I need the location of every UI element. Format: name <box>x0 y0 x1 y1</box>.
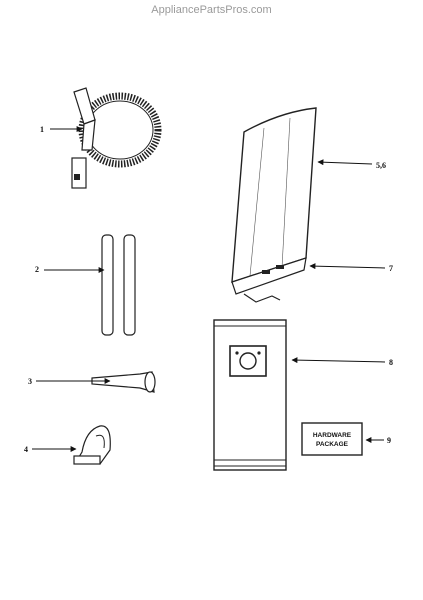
hose-part[interactable] <box>71 87 162 189</box>
callout-4: 4 <box>24 445 77 454</box>
callout-9-label: 9 <box>387 436 391 445</box>
callout-2-label: 2 <box>35 265 39 274</box>
callout-4-label: 4 <box>24 445 28 454</box>
callout-5-6: 5,6 <box>317 159 386 170</box>
hardware-package-part[interactable]: HARDWARE PACKAGE <box>301 422 363 456</box>
callout-8: 8 <box>291 357 393 367</box>
wand-tubes-part[interactable] <box>101 234 136 336</box>
callout-9: 9 <box>365 436 391 445</box>
callout-7: 7 <box>309 263 393 273</box>
callout-5-6-label: 5,6 <box>376 161 386 170</box>
callout-2: 2 <box>35 265 105 274</box>
callout-3-label: 3 <box>28 377 32 386</box>
brush-tool-part[interactable] <box>73 425 111 465</box>
callout-7-label: 7 <box>389 264 393 273</box>
callout-8-label: 8 <box>389 358 393 367</box>
callout-3: 3 <box>28 377 111 386</box>
hardware-package-line1: HARDWARE <box>313 432 352 439</box>
callout-1: 1 <box>40 125 83 134</box>
hardware-package-line2: PACKAGE <box>316 441 349 448</box>
watermark: AppliancePartsPros.com <box>151 4 272 16</box>
outer-bag-part[interactable] <box>231 107 317 303</box>
filter-bag-part[interactable] <box>213 319 287 471</box>
crevice-tool-part[interactable] <box>91 371 156 393</box>
callout-1-label: 1 <box>40 125 44 134</box>
